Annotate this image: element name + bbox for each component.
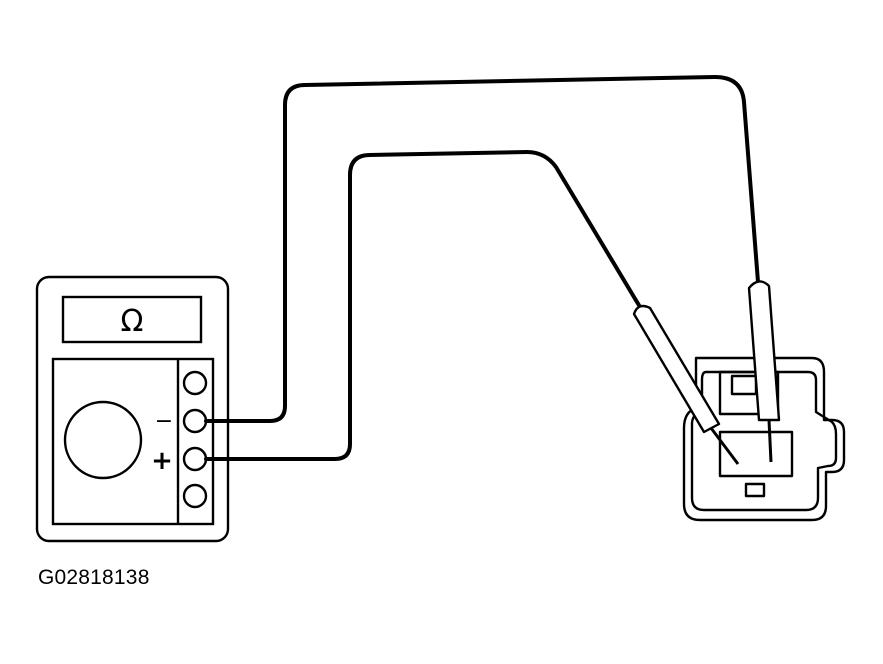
connector-housing bbox=[682, 356, 846, 522]
test-leads bbox=[204, 75, 760, 461]
figure-id: G02818138 bbox=[38, 566, 150, 589]
terminal-4 bbox=[182, 483, 208, 509]
probes bbox=[632, 280, 781, 465]
red-probe-handle bbox=[632, 304, 721, 434]
meter-display bbox=[61, 295, 203, 344]
terminal-v-ohm[interactable] bbox=[182, 446, 208, 472]
multimeter: Ω − + bbox=[35, 275, 230, 543]
red-probe bbox=[632, 304, 740, 465]
red-probe-tip bbox=[709, 427, 740, 465]
terminal-1 bbox=[182, 370, 208, 396]
negative-lead bbox=[204, 75, 760, 423]
terminal-com[interactable] bbox=[182, 408, 208, 434]
meter-body bbox=[35, 275, 230, 543]
terminal-cavity bbox=[718, 430, 794, 478]
meter-panel bbox=[51, 357, 215, 526]
selector-dial[interactable] bbox=[63, 400, 143, 480]
minus-label: − bbox=[155, 409, 173, 434]
connector bbox=[682, 356, 846, 522]
black-probe-tip bbox=[767, 419, 773, 463]
plus-label: + bbox=[151, 446, 173, 476]
positive-lead bbox=[204, 150, 642, 461]
black-probe-handle bbox=[747, 280, 781, 422]
black-probe bbox=[747, 280, 781, 463]
terminal-pin bbox=[744, 482, 766, 498]
ohm-symbol: Ω bbox=[121, 304, 144, 339]
